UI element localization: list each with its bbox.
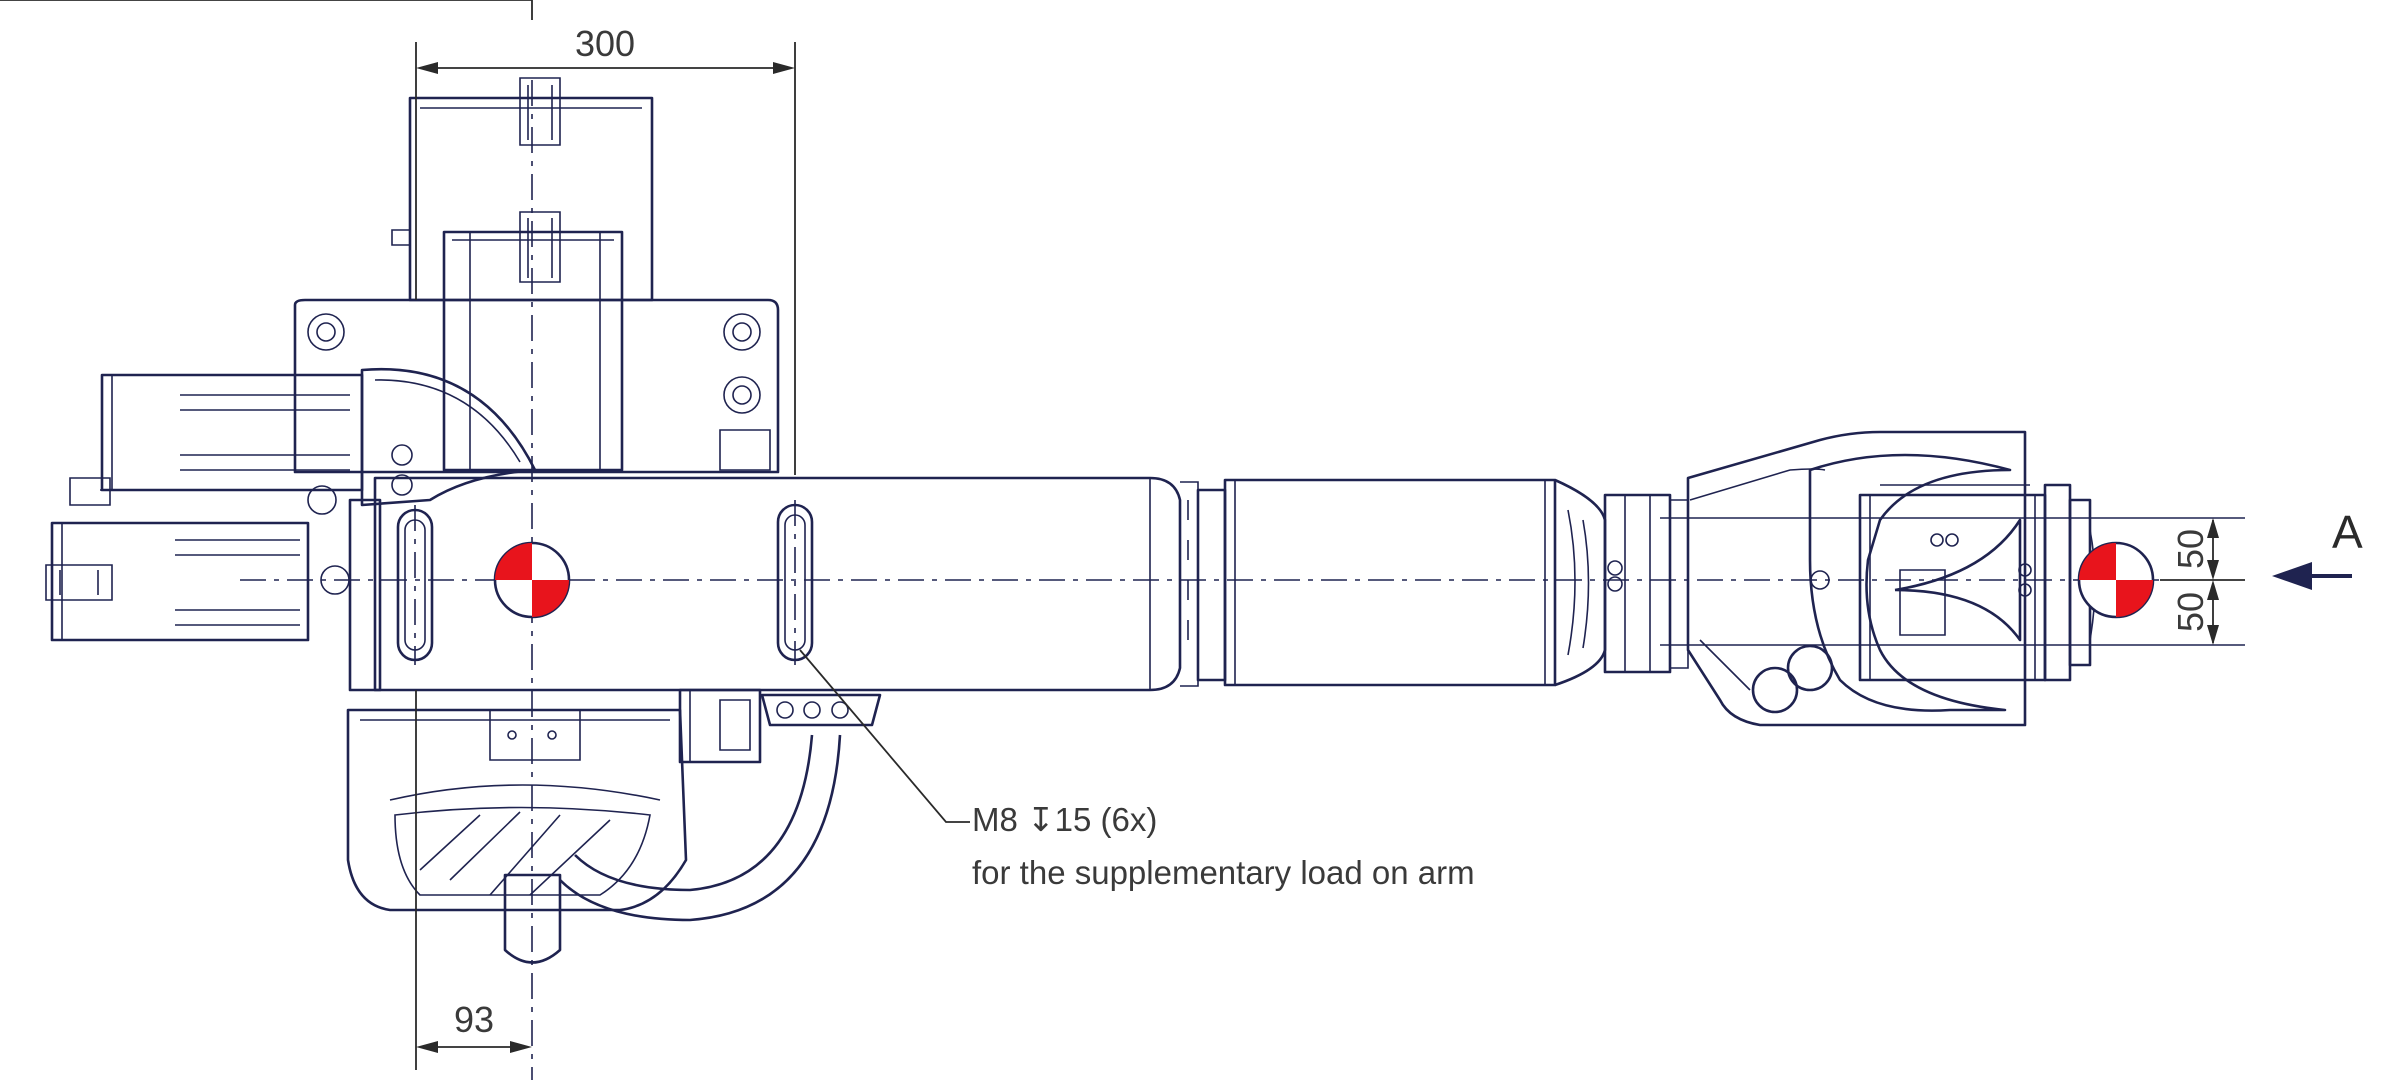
- dimension-50-upper-label: 50: [2170, 529, 2211, 569]
- dimension-right: [2160, 518, 2245, 645]
- center-of-gravity-arm: [493, 541, 571, 619]
- dimension-93-label: 93: [454, 999, 494, 1040]
- annotation-leader: [799, 649, 970, 823]
- dimension-bottom: [415, 690, 532, 1070]
- side-housing: [293, 298, 780, 474]
- view-label-a: A: [2332, 506, 2363, 558]
- view-arrow-a: [2272, 562, 2352, 590]
- main-arm: [373, 476, 1689, 692]
- thread-annotation: M8 ↧15 (6x): [972, 801, 1157, 838]
- dimension-50-lower-label: 50: [2170, 592, 2211, 632]
- mounting-slots: [396, 503, 814, 662]
- center-of-gravity-hand: [2077, 541, 2155, 619]
- dimension-300-label: 300: [575, 23, 635, 64]
- dimension-top: [0, 0, 796, 475]
- shoulder-flange: [348, 367, 537, 692]
- wrist: [1686, 430, 2096, 727]
- base: [346, 688, 762, 964]
- upper-housing: [391, 77, 654, 472]
- thread-description: for the supplementary load on arm: [972, 854, 1475, 891]
- hose: [559, 693, 882, 922]
- left-motors: [45, 373, 413, 642]
